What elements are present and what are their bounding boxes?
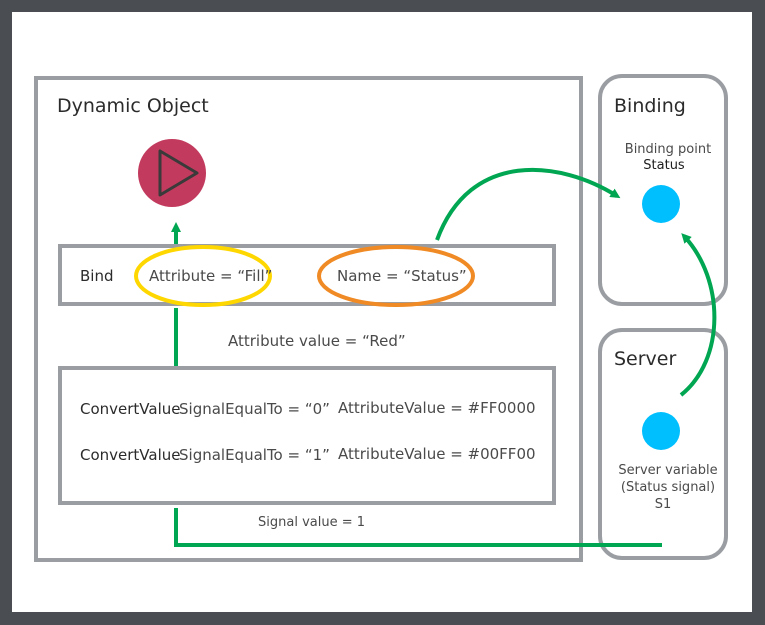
bind-name-to-binding-arrow <box>435 167 621 241</box>
binding-title: Binding <box>614 95 686 117</box>
server-title: Server <box>614 348 676 370</box>
convert-row-1-signal: SignalEqualTo = “0” <box>179 400 330 418</box>
server-to-binding-arrow <box>679 233 717 397</box>
bind-name-text: Name = “Status” <box>337 267 467 285</box>
server-variable-line3: S1 <box>655 497 672 512</box>
name-highlight-ring <box>317 245 475 307</box>
server-variable-dot <box>642 412 680 450</box>
convert-row-2-label: ConvertValue <box>80 446 181 464</box>
play-icon <box>138 139 206 207</box>
signal-value-label: Signal value = 1 <box>258 515 365 530</box>
convert-row-1-label: ConvertValue <box>80 400 181 418</box>
signal-arrow-to-convert <box>174 508 662 547</box>
attribute-highlight-ring <box>134 245 272 307</box>
binding-point-label: Binding point <box>625 142 711 157</box>
attribute-value-label: Attribute value = “Red” <box>228 332 406 350</box>
dynamic-object-title: Dynamic Object <box>57 95 209 117</box>
binding-point-dot <box>642 185 680 223</box>
server-variable-line1: Server variable <box>618 463 717 478</box>
convert-row-2-signal: SignalEqualTo = “1” <box>179 446 330 464</box>
convert-row-2-attribute: AttributeValue = #00FF00 <box>338 445 536 463</box>
bind-label: Bind <box>80 267 114 285</box>
server-variable-line2: (Status signal) <box>621 480 715 495</box>
bind-attribute-text: Attribute = “Fill” <box>149 267 272 285</box>
convert-value-box <box>58 366 556 505</box>
binding-point-name: Status <box>643 158 685 173</box>
convert-row-1-attribute: AttributeValue = #FF0000 <box>338 399 536 417</box>
